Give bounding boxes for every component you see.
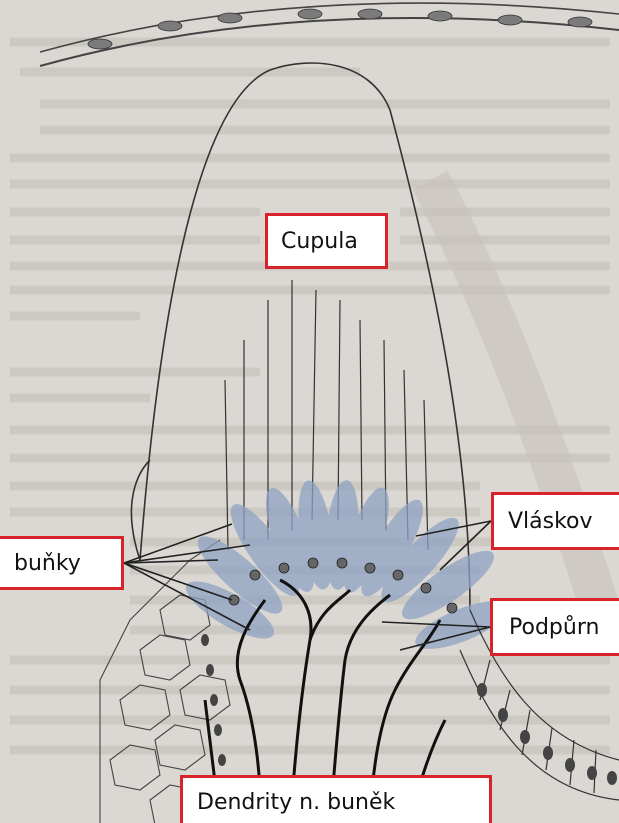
label-cells-left: buňky [0,536,124,590]
label-cupula: Cupula [265,213,388,269]
label-supporting-cells: Podpůrn [490,598,619,656]
label-hair-cells: Vláskov [491,492,619,550]
label-dendrites: Dendrity n. buněk [180,775,492,823]
